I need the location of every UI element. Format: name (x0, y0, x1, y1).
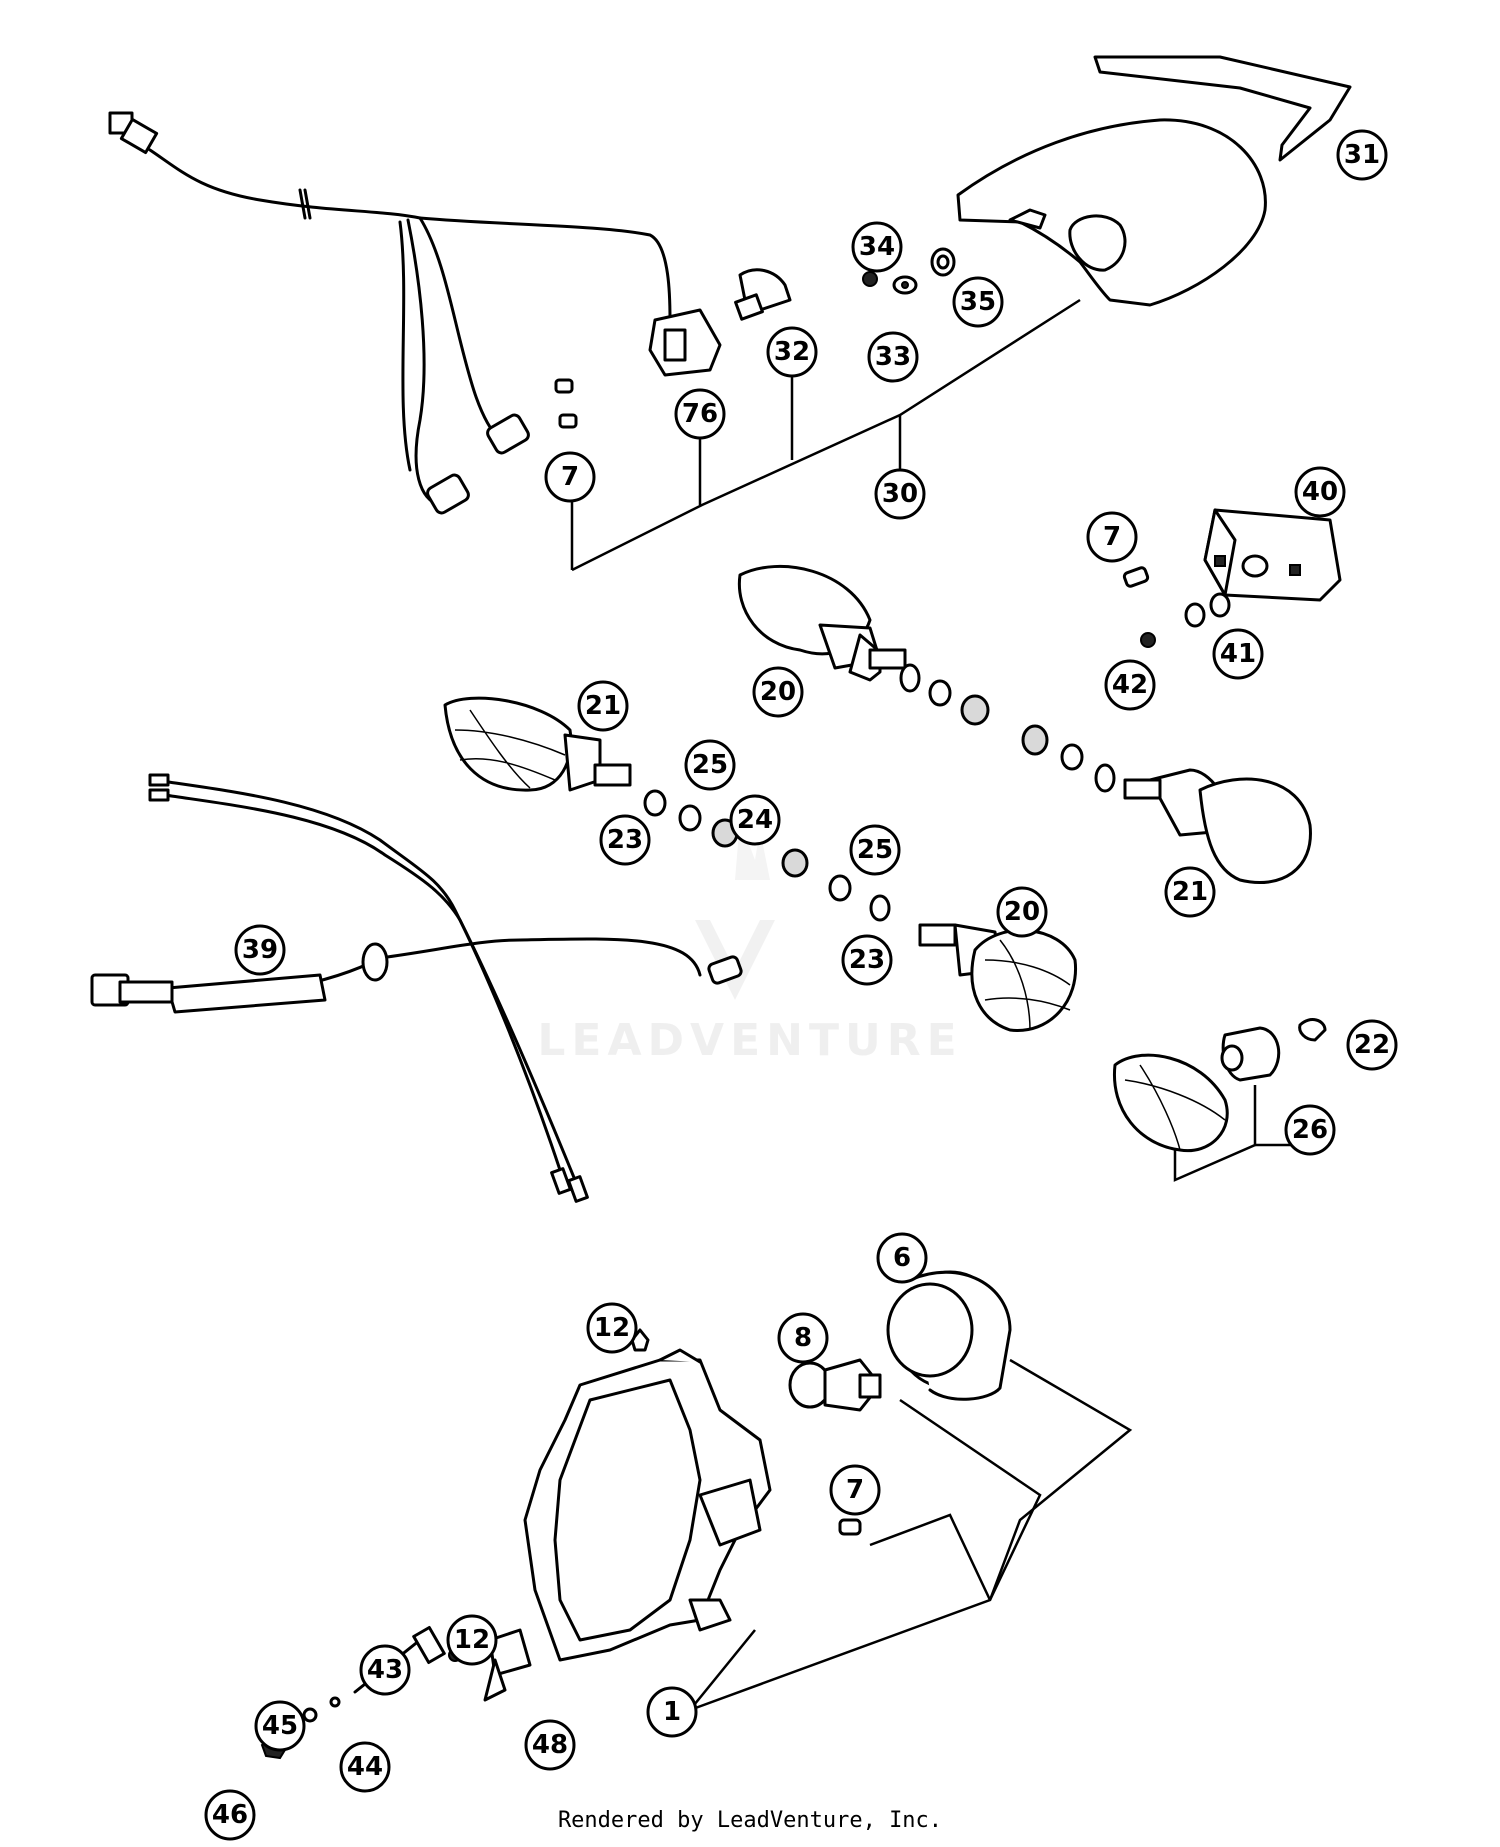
callout-26: 26 (1284, 1104, 1336, 1156)
callout-7-license: 7 (1086, 511, 1138, 563)
callout-46: 46 (204, 1789, 256, 1841)
svg-text:30: 30 (882, 479, 918, 509)
turn-signal-20-lower (918, 923, 1078, 1032)
svg-text:20: 20 (760, 677, 796, 707)
callout-7-tail: 7 (544, 451, 596, 503)
tail-light-harness (108, 111, 672, 507)
turn-signal-21-left (443, 696, 632, 792)
callout-45: 45 (254, 1700, 306, 1752)
svg-text:46: 46 (212, 1800, 248, 1830)
svg-text:32: 32 (774, 337, 810, 367)
callout-25-upper: 25 (684, 739, 736, 791)
callout-39: 39 (234, 924, 286, 976)
tail-bulb-sockets (426, 378, 578, 515)
svg-text:8: 8 (794, 1323, 812, 1353)
tail-trim-31 (1093, 55, 1352, 162)
callout-20-upper: 20 (752, 666, 804, 718)
adjuster-43-48 (260, 1626, 532, 1760)
callout-6: 6 (876, 1232, 928, 1284)
turn-signal-20-upper (737, 564, 907, 682)
svg-text:25: 25 (857, 835, 893, 865)
callout-35: 35 (952, 276, 1004, 328)
callout-30: 30 (874, 468, 926, 520)
headlight-housing-1 (523, 1348, 772, 1662)
callout-48: 48 (524, 1719, 576, 1771)
washers-33-34-35 (862, 247, 956, 295)
turn-signal-21-right (1123, 768, 1312, 885)
callout-8: 8 (777, 1312, 829, 1364)
svg-text:20: 20 (1004, 897, 1040, 927)
svg-text:48: 48 (532, 1730, 568, 1760)
svg-text:7: 7 (1103, 522, 1121, 552)
svg-text:35: 35 (960, 287, 996, 317)
turn-signal-26 (1112, 1018, 1327, 1182)
callout-40: 40 (1294, 466, 1346, 518)
callout-21-right: 21 (1164, 866, 1216, 918)
front-harness-39 (90, 773, 743, 1203)
callout-33: 33 (867, 331, 919, 383)
callout-42: 42 (1104, 659, 1156, 711)
turn-signal-hardware-upper (899, 663, 1116, 793)
render-credit: Rendered by LeadVenture, Inc. (557, 1808, 943, 1833)
leader-lines-tail (570, 298, 1081, 572)
callout-41: 41 (1212, 628, 1264, 680)
svg-text:1: 1 (663, 1697, 681, 1727)
svg-text:21: 21 (1172, 877, 1208, 907)
turn-signal-hardware-left (643, 789, 891, 922)
svg-text:24: 24 (737, 805, 773, 835)
svg-text:31: 31 (1344, 140, 1380, 170)
callout-23-lower: 23 (841, 934, 893, 986)
callout-44: 44 (339, 1741, 391, 1793)
callout-25-lower: 25 (849, 824, 901, 876)
license-light-40 (1122, 508, 1342, 648)
callout-76: 76 (674, 388, 726, 440)
callout-43: 43 (359, 1644, 411, 1696)
svg-text:41: 41 (1220, 639, 1256, 669)
svg-text:42: 42 (1112, 670, 1148, 700)
svg-text:6: 6 (893, 1243, 911, 1273)
callout-21-left: 21 (577, 680, 629, 732)
svg-text:23: 23 (607, 825, 643, 855)
callout-7-headlight: 7 (829, 1464, 881, 1516)
svg-text:21: 21 (585, 691, 621, 721)
callout-1: 1 (646, 1686, 698, 1738)
callout-20-lower: 20 (996, 886, 1048, 938)
svg-text:76: 76 (682, 399, 718, 429)
callout-12-upper: 12 (586, 1302, 638, 1354)
tail-socket-76 (648, 308, 722, 377)
callout-34: 34 (851, 221, 903, 273)
leadventure-watermark: LEADVENTURE (537, 820, 962, 1066)
headlight-bulb-8 (788, 1358, 882, 1412)
svg-text:26: 26 (1292, 1115, 1328, 1145)
svg-text:7: 7 (846, 1475, 864, 1505)
svg-text:33: 33 (875, 342, 911, 372)
svg-text:23: 23 (849, 945, 885, 975)
watermark-text: LEADVENTURE (537, 1015, 962, 1066)
svg-text:22: 22 (1354, 1030, 1390, 1060)
svg-text:12: 12 (454, 1625, 490, 1655)
svg-text:43: 43 (367, 1655, 403, 1685)
svg-text:7: 7 (561, 462, 579, 492)
leader-lines-headlight (689, 1358, 1133, 1712)
svg-text:34: 34 (859, 232, 895, 262)
callout-23-upper: 23 (599, 814, 651, 866)
callout-22: 22 (1346, 1019, 1398, 1071)
svg-text:40: 40 (1302, 477, 1338, 507)
svg-text:25: 25 (692, 750, 728, 780)
tail-bulb-32 (734, 268, 792, 321)
svg-text:44: 44 (347, 1752, 383, 1782)
svg-text:12: 12 (594, 1313, 630, 1343)
callout-32: 32 (766, 326, 818, 378)
headlight-ring-6 (886, 1270, 1012, 1401)
svg-text:39: 39 (242, 935, 278, 965)
callout-31: 31 (1336, 129, 1388, 181)
svg-text:45: 45 (262, 1711, 298, 1741)
callout-24: 24 (729, 794, 781, 846)
tail-light-housing-30 (956, 118, 1267, 307)
callout-12-lower: 12 (446, 1614, 498, 1666)
